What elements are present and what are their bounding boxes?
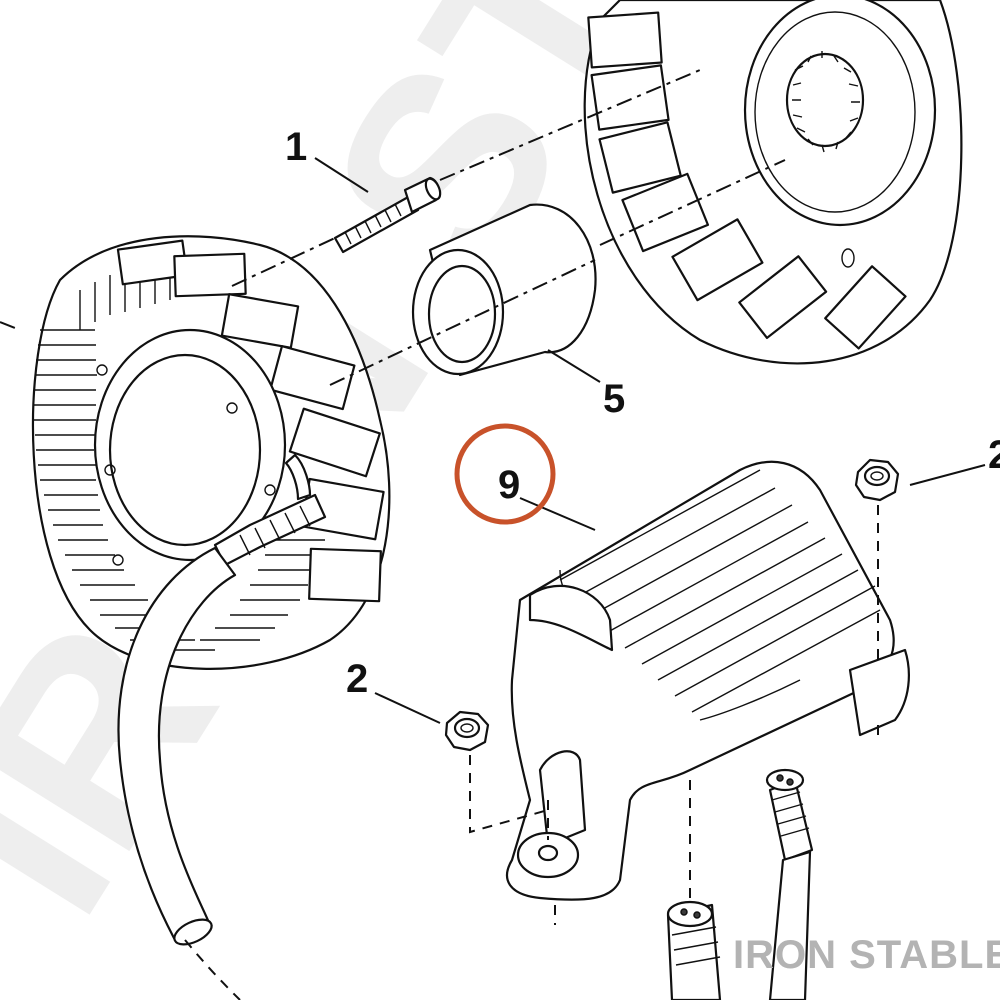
regulator-plug-left — [666, 900, 722, 1000]
centerlines — [0, 69, 879, 925]
regulator-plug-center — [765, 768, 814, 1000]
leader-lines — [314, 157, 986, 724]
callout-2-left: 2 — [346, 657, 368, 701]
flange-nut-left — [444, 710, 490, 752]
reference-arc — [184, 939, 241, 1000]
callout-9: 9 — [498, 463, 520, 507]
callout-5: 5 — [603, 377, 625, 421]
rotor-splines — [792, 51, 860, 153]
rotor-magnets — [587, 11, 907, 350]
callout-2-right: 2 — [988, 433, 1000, 477]
bolt — [333, 176, 442, 254]
stator — [31, 235, 391, 670]
voltage-regulator — [506, 460, 910, 901]
brand-logo-text: IRON STABLE — [733, 933, 1000, 977]
flange-nut-right — [854, 458, 900, 502]
rotor — [583, 0, 963, 365]
highlight-circle — [454, 423, 556, 525]
spacer-sleeve — [411, 203, 597, 377]
callout-1: 1 — [285, 125, 307, 169]
stator-cable — [117, 546, 237, 946]
